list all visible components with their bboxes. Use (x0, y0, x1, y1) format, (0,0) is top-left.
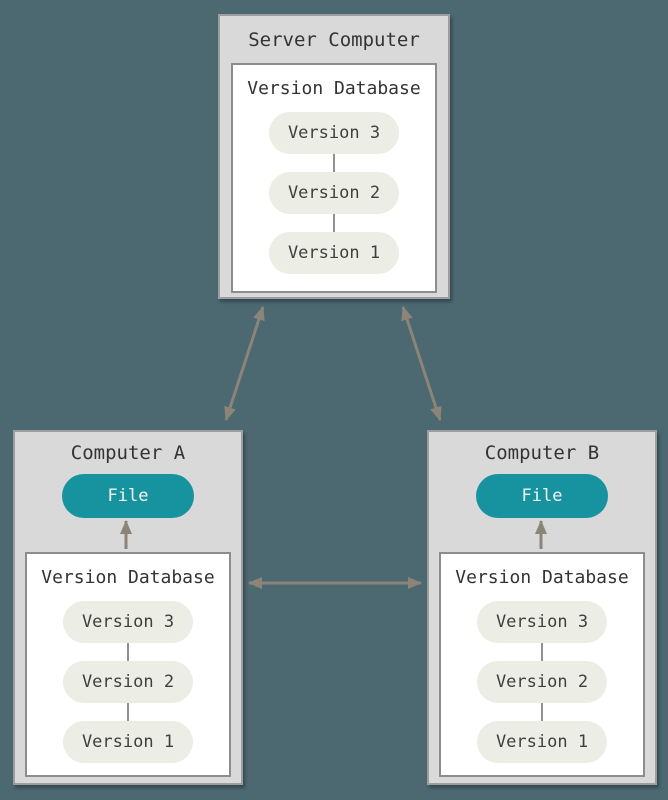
version-connector-line (127, 703, 129, 721)
computer-a-version-2-pill: Version 2 (63, 661, 193, 703)
sync-arrow-server-to-b-icon (401, 306, 442, 421)
computer-a-version-database-title: Version Database (41, 567, 215, 588)
computer-b-version-3-pill: Version 3 (477, 601, 607, 643)
server-computer-box: Server Computer Version Database Version… (218, 14, 450, 299)
version-connector-line (541, 643, 543, 661)
computer-b-title: Computer B (484, 442, 600, 464)
version-connector-line (333, 214, 335, 232)
computer-a-version-3-pill: Version 3 (63, 601, 193, 643)
server-version-2-pill: Version 2 (269, 172, 399, 214)
computer-a-version-1-pill: Version 1 (63, 721, 193, 763)
computer-a-version-database-box: Version Database Version 3 Version 2 Ver… (25, 552, 231, 777)
version-connector-line (127, 643, 129, 661)
server-version-3-pill: Version 3 (269, 112, 399, 154)
server-version-1-pill: Version 1 (269, 232, 399, 274)
version-connector-line (541, 703, 543, 721)
version-connector-line (333, 154, 335, 172)
computer-b-version-2-pill: Version 2 (477, 661, 607, 703)
server-version-database-title: Version Database (247, 78, 421, 99)
computer-a-title: Computer A (70, 442, 186, 464)
server-version-database-box: Version Database Version 3 Version 2 Ver… (231, 63, 437, 293)
server-computer-title: Server Computer (248, 28, 420, 51)
computer-b-version-database-box: Version Database Version 3 Version 2 Ver… (439, 552, 645, 777)
computer-a-box: Computer A File Version Database Version… (13, 430, 243, 785)
computer-a-file-pill: File (62, 474, 194, 518)
computer-b-version-database-title: Version Database (455, 567, 629, 588)
computer-b-version-1-pill: Version 1 (477, 721, 607, 763)
computer-b-file-pill: File (476, 474, 608, 518)
sync-arrow-server-to-a-icon (224, 306, 265, 421)
computer-b-box: Computer B File Version Database Version… (427, 430, 657, 785)
